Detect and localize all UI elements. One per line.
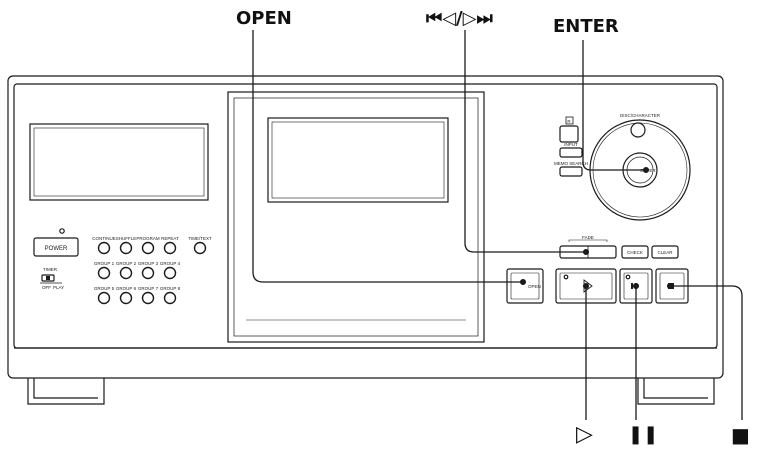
callout-skip: ⏮◁/▷⏭ — [426, 8, 493, 29]
check-label: CHECK — [627, 250, 643, 255]
disc-character-label: DISC/CHARACTER — [620, 113, 661, 118]
group4-label: GROUP 4 — [160, 261, 181, 266]
check-button[interactable] — [621, 245, 649, 259]
group8-label: GROUP 8 — [160, 286, 181, 291]
fade-label: FADE — [582, 235, 594, 240]
foot-right — [637, 378, 715, 405]
program-button[interactable] — [141, 241, 155, 255]
group4-button[interactable] — [163, 266, 177, 280]
group1-label: GROUP 1 — [94, 261, 115, 266]
shuffle-button[interactable] — [119, 241, 133, 255]
group5-button[interactable] — [97, 291, 111, 305]
power-label: POWER — [45, 246, 68, 252]
repeat-label: REPEAT — [161, 236, 179, 241]
callout-stop: ■ — [731, 423, 750, 447]
group7-button[interactable] — [141, 291, 155, 305]
center-display — [267, 117, 449, 203]
clear-label: CLEAR — [657, 250, 673, 255]
callout-open: OPEN — [236, 8, 292, 29]
input-label: INPUT — [564, 142, 578, 147]
left-display — [29, 123, 209, 201]
power-button[interactable] — [33, 237, 79, 257]
cabinet-outer — [7, 75, 724, 379]
group3-button[interactable] — [141, 266, 155, 280]
group7-label: GROUP 7 — [138, 286, 159, 291]
timer-label: TIMER — [43, 267, 58, 272]
group2-label: GROUP 2 — [116, 261, 137, 266]
callout-play: ▷ — [576, 422, 593, 447]
r-button[interactable] — [559, 125, 579, 143]
leader-lines — [252, 30, 743, 420]
group6-button[interactable] — [119, 291, 133, 305]
program-label: PROGRAM — [136, 236, 160, 241]
mode-buttons — [97, 241, 207, 305]
leader-stop — [670, 285, 743, 420]
continue-button[interactable] — [97, 241, 111, 255]
memo-search-label: MEMO SEARCH — [554, 161, 588, 166]
group5-label: GROUP 5 — [94, 286, 115, 291]
input-button[interactable] — [559, 147, 583, 158]
clear-button[interactable] — [651, 245, 679, 259]
foot-left — [27, 378, 105, 405]
continue-label: CONTINUE — [92, 236, 116, 241]
timer-play-label: PLAY — [53, 285, 64, 290]
memo-search-button[interactable] — [559, 166, 583, 177]
time-text-label: TIME/TEXT — [188, 236, 212, 241]
open-button[interactable] — [506, 268, 544, 304]
callout-enter: ENTER — [553, 16, 619, 37]
group1-button[interactable] — [97, 266, 111, 280]
group8-button[interactable] — [163, 291, 177, 305]
timer-off-label: OFF — [42, 285, 51, 290]
time-text-button[interactable] — [193, 241, 207, 255]
leader-enter — [582, 40, 648, 171]
repeat-button[interactable] — [163, 241, 177, 255]
r-label: R — [567, 119, 571, 124]
disc-door — [227, 91, 485, 343]
group6-label: GROUP 6 — [116, 286, 137, 291]
leader-open — [252, 30, 522, 283]
shuffle-label: SHUFFLE — [116, 236, 137, 241]
group2-button[interactable] — [119, 266, 133, 280]
open-button-label: OPEN — [528, 284, 541, 289]
group3-label: GROUP 3 — [138, 261, 159, 266]
enter-button-label: ENTER — [640, 168, 656, 173]
callout-pause: ❚❚ — [628, 424, 659, 445]
leader-skip — [464, 30, 588, 253]
